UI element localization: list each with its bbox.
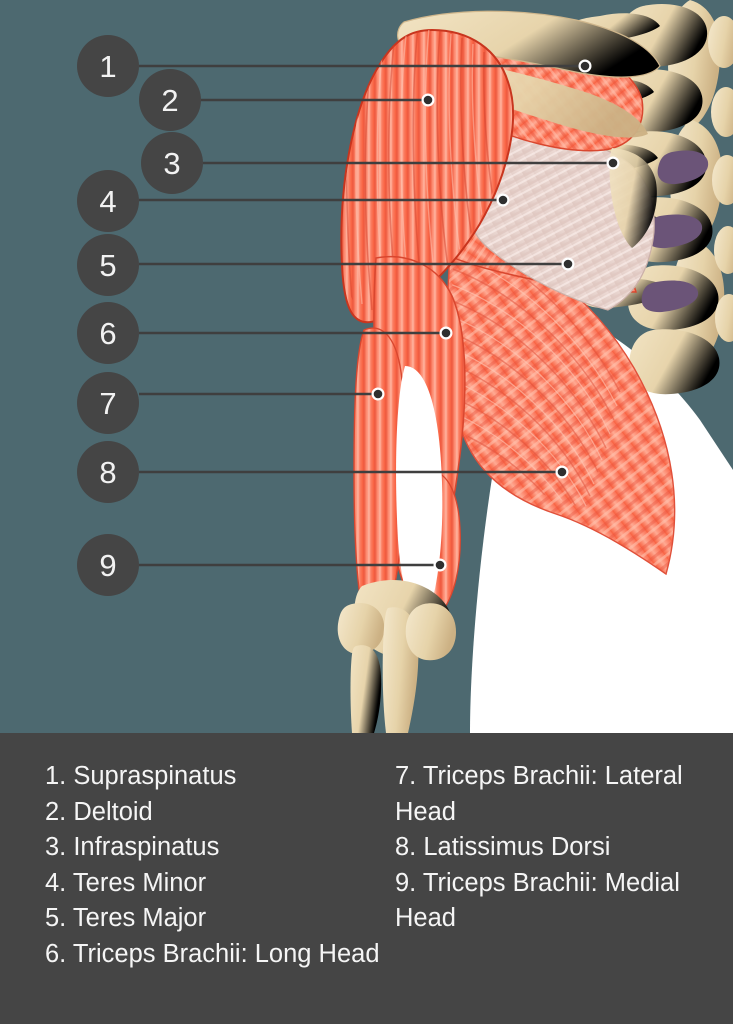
callout-marker-4[interactable]: 4: [77, 170, 139, 232]
deltoid-muscle: [340, 28, 515, 324]
anatomy-illustration: [337, 0, 733, 733]
elbow-bones: [337, 580, 456, 733]
legend-item-3: 3. Infraspinatus: [45, 833, 220, 861]
legend-item-9: 9. Triceps Brachii: Medial Head: [395, 868, 680, 933]
legend-item-4: 4. Teres Minor: [45, 868, 207, 897]
legend-item-6: 6. Triceps Brachii: Long Head: [45, 939, 380, 968]
callout-marker-9-label: 9: [99, 547, 117, 583]
callout-marker-8[interactable]: 8: [77, 441, 139, 503]
legend-item-1: 1. Supraspinatus: [45, 762, 237, 790]
callout-marker-1[interactable]: 1: [77, 35, 139, 97]
legend-item-7: 7. Triceps Brachii: Lateral Head: [395, 762, 683, 826]
callout-marker-6-label: 6: [99, 315, 117, 351]
intervertebral-discs: [641, 150, 709, 313]
callout-marker-7-label: 7: [99, 385, 117, 421]
legend-column-right: 7. Triceps Brachii: Lateral Head 8. Lati…: [395, 733, 725, 937]
callout-marker-2[interactable]: 2: [139, 69, 201, 131]
callout-marker-9[interactable]: 9: [77, 534, 139, 596]
callout-marker-2-label: 2: [161, 82, 179, 118]
legend-item-5: 5. Teres Major: [45, 904, 207, 932]
callout-marker-3[interactable]: 3: [141, 132, 203, 194]
latissimus-dorsi-muscle: [447, 231, 676, 576]
callout-marker-5[interactable]: 5: [77, 234, 139, 296]
callout-marker-1-label: 1: [99, 48, 117, 84]
callout-marker-3-label: 3: [163, 145, 181, 181]
legend-panel: 1. Supraspinatus 2. Deltoid 3. Infraspin…: [0, 733, 733, 1024]
triceps-tendon: [396, 366, 443, 618]
callout-marker-6[interactable]: 6: [77, 302, 139, 364]
legend-item-8: 8. Latissimus Dorsi: [395, 833, 611, 861]
callout-marker-5-label: 5: [99, 247, 117, 283]
callout-marker-8-label: 8: [99, 454, 117, 490]
callout-leader-lines: [139, 59, 620, 572]
callout-marker-7[interactable]: 7: [77, 372, 139, 434]
callout-marker-4-label: 4: [99, 183, 117, 219]
legend-column-left: 1. Supraspinatus 2. Deltoid 3. Infraspin…: [45, 733, 390, 972]
legend-item-2: 2. Deltoid: [45, 797, 153, 826]
